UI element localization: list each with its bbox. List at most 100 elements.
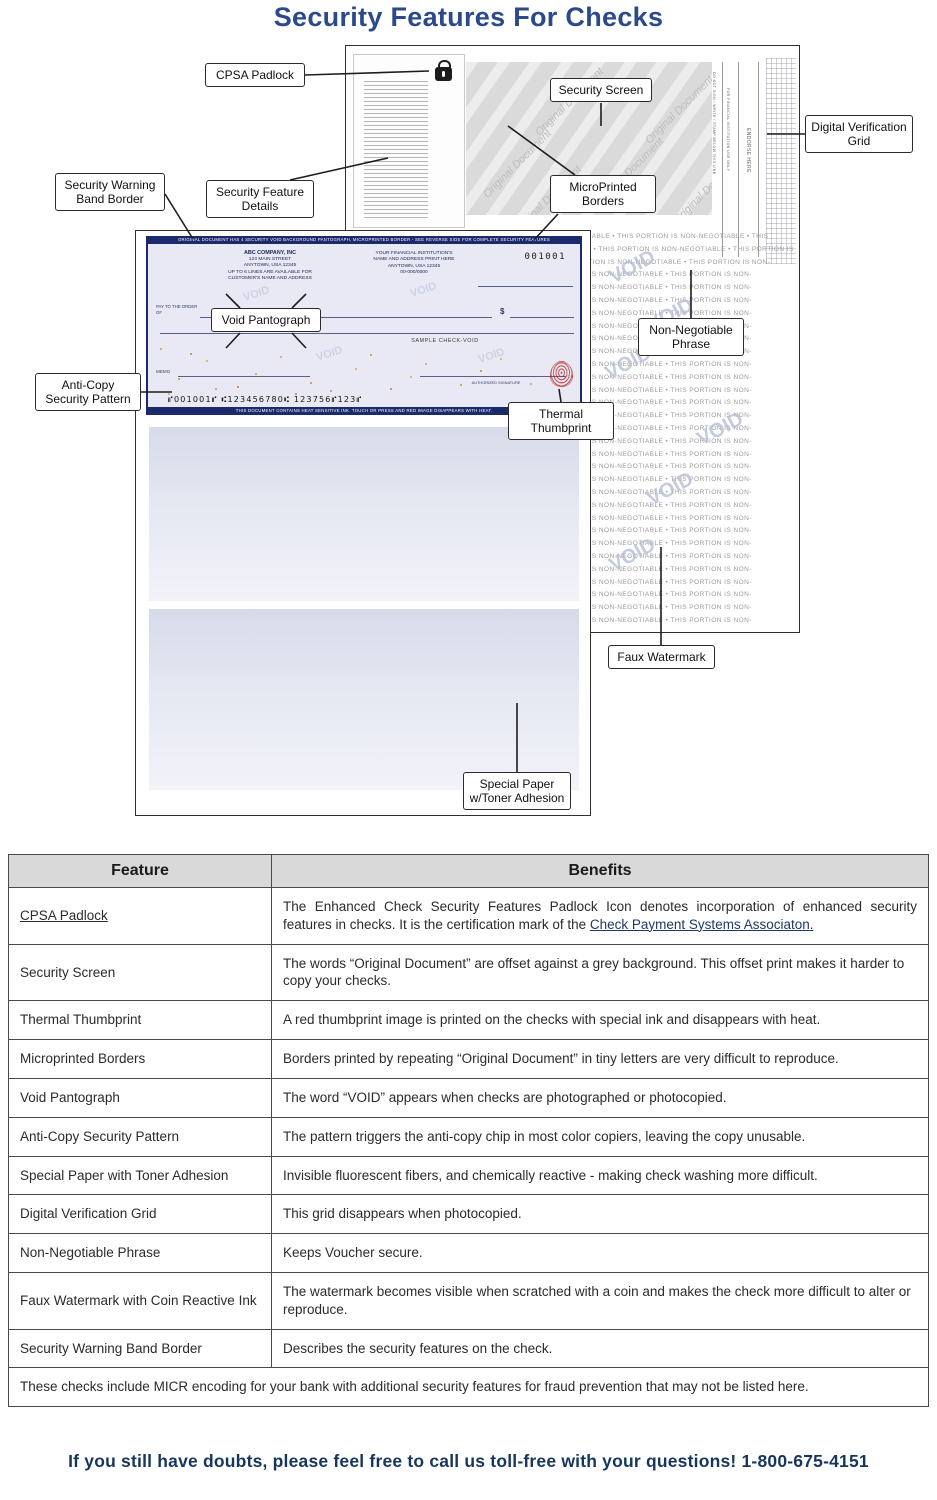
- check-number: 001001: [524, 252, 566, 262]
- benefit-text: Describes the security features on the c…: [271, 1328, 929, 1369]
- thermal-thumbprint: [550, 361, 573, 387]
- feature-name: Non-Negotiable Phrase: [8, 1233, 272, 1273]
- void-pantograph-word: VOID: [314, 344, 345, 364]
- payee-line: [200, 317, 492, 318]
- payer-name: ABC COMPANY, INC: [243, 250, 296, 256]
- table-row: Faux Watermark with Coin Reactive Ink Th…: [8, 1271, 929, 1330]
- endorsement-line: [758, 62, 759, 257]
- page-title: Security Features For Checks: [273, 2, 664, 32]
- void-pantograph-word: VOID: [476, 346, 507, 366]
- benefit-text: The pattern triggers the anti-copy chip …: [271, 1116, 929, 1157]
- callout-digital-verification-grid: Digital Verification Grid: [805, 115, 913, 154]
- callout-cpsa-padlock: CPSA Padlock: [205, 63, 305, 88]
- fine-print-lines: [364, 81, 428, 221]
- callout-label: Anti-Copy Security Pattern: [45, 378, 131, 407]
- callout-label: Security Feature Details: [215, 185, 305, 214]
- authorized-signature-label: AUTHORIZED SIGNATURE: [471, 380, 521, 385]
- feature-name: Digital Verification Grid: [8, 1194, 272, 1235]
- callout-security-screen: Security Screen: [550, 78, 652, 103]
- benefit-text: The watermark becomes visible when scrat…: [271, 1271, 929, 1330]
- callout-security-feature-details: Security Feature Details: [206, 180, 314, 219]
- feature-name: Security Warning Band Border: [8, 1328, 272, 1369]
- pay-to-label: PAY TO THE ORDER OF: [156, 304, 198, 315]
- benefits-column-header: Benefits: [271, 854, 929, 888]
- endorsement-area: DO NOT SIGN / WRITE / STAMP BELOW THIS L…: [712, 58, 764, 263]
- table-row: Void Pantograph The word “VOID” appears …: [8, 1077, 929, 1118]
- bank-line: 00-000/0000: [400, 270, 428, 276]
- benefit-text: The words “Original Document” are offset…: [271, 943, 929, 1002]
- amount-words-line: [160, 333, 574, 334]
- table-row: Anti-Copy Security Pattern The pattern t…: [8, 1116, 929, 1157]
- institution-use-text: FOR FINANCIAL INSTITUTION USE ONLY: [726, 88, 730, 172]
- feature-name: Microprinted Borders: [8, 1039, 272, 1079]
- feature-name: Special Paper with Toner Adhesion: [8, 1155, 272, 1196]
- table-header-row: Feature Benefits: [8, 854, 929, 888]
- payer-address-line: 123 MAIN STREET: [248, 257, 292, 263]
- feature-name: Void Pantograph: [8, 1077, 272, 1118]
- memo-label: MEMO: [156, 369, 171, 374]
- feature-benefits-table: Feature Benefits CPSA Padlock The Enhanc…: [8, 854, 929, 1408]
- benefit-text: A red thumbprint image is printed on the…: [271, 1000, 929, 1041]
- payer-address-line: CUSTOMER'S NAME AND ADDRESS: [228, 276, 312, 282]
- feature-name: Security Screen: [8, 943, 272, 1002]
- callout-label: Void Pantograph: [221, 313, 311, 327]
- check-security-diagram: Original Document Original Document Orig…: [0, 36, 937, 854]
- benefit-text: Keeps Voucher secure.: [271, 1233, 929, 1273]
- memo-line: [178, 376, 310, 377]
- callout-special-paper: Special Paper w/Toner Adhesion: [463, 772, 571, 811]
- benefit-text: Invisible fluorescent fibers, and chemic…: [271, 1155, 929, 1196]
- table-row: Thermal Thumbprint A red thumbprint imag…: [8, 1000, 929, 1041]
- bank-line: ANYTOWN, USA 12345: [387, 263, 441, 269]
- callout-label: Special Paper w/Toner Adhesion: [469, 777, 565, 806]
- do-not-sign-text: DO NOT SIGN / WRITE / STAMP BELOW THIS L…: [712, 72, 716, 175]
- check-front-panel: ORIGINAL DOCUMENT HAS 4 SECURITY VOID BA…: [135, 230, 591, 816]
- faux-watermark-stub-lower: [149, 609, 579, 790]
- sample-check-text: SAMPLE CHECK-VOID: [411, 338, 479, 344]
- cpsa-padlock-icon: [435, 60, 452, 81]
- check-payment-systems-link[interactable]: Check Payment Systems Associaton.: [589, 916, 814, 932]
- endorsement-line: [738, 62, 739, 257]
- callout-label: Security Warning Band Border: [64, 178, 156, 207]
- table-footer-row: These checks include MICR encoding for y…: [8, 1367, 929, 1408]
- callout-label: Faux Watermark: [617, 650, 706, 664]
- void-pantograph-word: VOID: [408, 280, 439, 300]
- security-warning-band-top: ORIGINAL DOCUMENT HAS 4 SECURITY VOID BA…: [148, 236, 580, 244]
- table-row: Security Screen The words “Original Docu…: [8, 943, 929, 1002]
- benefit-text: This grid disappears when photocopied.: [271, 1194, 929, 1235]
- callout-anti-copy-security-pattern: Anti-Copy Security Pattern: [35, 373, 141, 412]
- callout-void-pantograph: Void Pantograph: [211, 308, 321, 333]
- feature-name: Anti-Copy Security Pattern: [8, 1116, 272, 1157]
- callout-security-warning-band-border: Security Warning Band Border: [55, 173, 165, 212]
- table-row: CPSA Padlock The Enhanced Check Security…: [8, 887, 929, 945]
- feature-name: Thermal Thumbprint: [8, 1000, 272, 1041]
- benefit-text: The Enhanced Check Security Features Pad…: [283, 899, 917, 932]
- payer-address-block: ABC COMPANY, INC 123 MAIN STREET ANYTOWN…: [206, 250, 334, 283]
- dollar-sign: $: [500, 307, 505, 316]
- bank-line: NAME AND ADDRESS PRINT HERE: [373, 257, 455, 263]
- feature-name: Faux Watermark with Coin Reactive Ink: [8, 1271, 272, 1330]
- signature-line: [420, 376, 566, 377]
- void-pantograph-word: VOID: [241, 284, 272, 304]
- callout-label: MicroPrinted Borders: [569, 180, 637, 209]
- callout-microprinted-borders: MicroPrinted Borders: [550, 175, 656, 214]
- cpsa-padlock-link[interactable]: CPSA Padlock: [20, 907, 108, 923]
- endorsement-line: [722, 62, 723, 257]
- table-row: Special Paper with Toner Adhesion Invisi…: [8, 1155, 929, 1196]
- date-line: [478, 286, 573, 287]
- payer-address-line: UP TO 6 LINES ARE AVAILABLE FOR: [228, 269, 312, 275]
- payer-address-line: ANYTOWN, USA 12345: [243, 263, 297, 269]
- table-row: Digital Verification Grid This grid disa…: [8, 1194, 929, 1235]
- amount-line: [510, 317, 574, 318]
- callout-thermal-thumbprint: Thermal Thumbprint: [508, 402, 614, 441]
- bank-address-block: YOUR FINANCIAL INSTITUTION'S NAME AND AD…: [350, 251, 478, 277]
- digital-verification-grid-area: [766, 58, 796, 264]
- security-warning-band-bottom: THIS DOCUMENT CONTAINS HEAT SENSITIVE IN…: [148, 407, 580, 415]
- table-row: Non-Negotiable Phrase Keeps Voucher secu…: [8, 1233, 929, 1273]
- callout-non-negotiable-phrase: Non-Negotiable Phrase: [638, 318, 744, 357]
- benefit-text: The word “VOID” appears when checks are …: [271, 1077, 929, 1118]
- bank-line: YOUR FINANCIAL INSTITUTION'S: [375, 251, 453, 256]
- feature-column-header: Feature: [8, 854, 272, 888]
- micr-note: These checks include MICR encoding for y…: [8, 1367, 929, 1408]
- table-row: Security Warning Band Border Describes t…: [8, 1328, 929, 1369]
- callout-faux-watermark: Faux Watermark: [608, 645, 715, 670]
